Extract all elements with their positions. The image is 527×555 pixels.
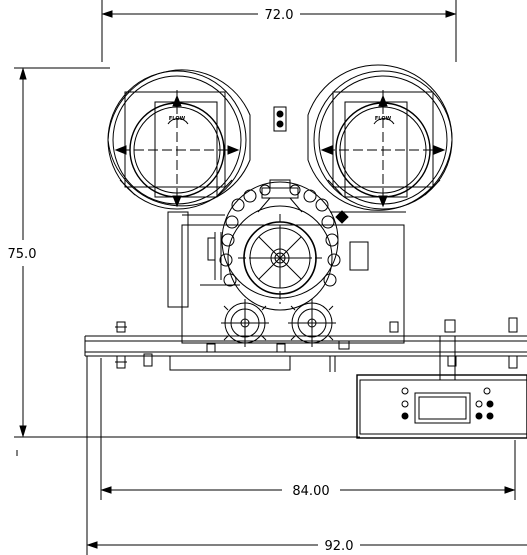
star-wheel-left xyxy=(221,299,269,347)
dimension-left xyxy=(14,67,360,456)
right-flow-label: FLOW xyxy=(375,116,392,122)
star-wheel-right xyxy=(288,299,336,347)
right-tank xyxy=(307,64,453,211)
left-flow-label: FLOW xyxy=(169,116,186,122)
dimension-base-label: 84.00 xyxy=(292,484,329,499)
dimension-overall xyxy=(86,356,527,555)
left-tank xyxy=(107,69,251,210)
turret-assembly xyxy=(221,179,339,311)
control-panel xyxy=(356,374,527,439)
dimension-overall-label: 92.0 xyxy=(325,539,354,554)
dimension-base xyxy=(100,358,516,500)
conveyor-brackets xyxy=(115,317,518,369)
turret-pockets xyxy=(219,184,341,287)
dimension-left-label: 75.0 xyxy=(8,247,37,262)
center-indicator xyxy=(273,106,287,132)
main-frame xyxy=(167,210,406,344)
dimension-top xyxy=(101,0,457,62)
dimension-top-label: 72.0 xyxy=(265,8,294,23)
